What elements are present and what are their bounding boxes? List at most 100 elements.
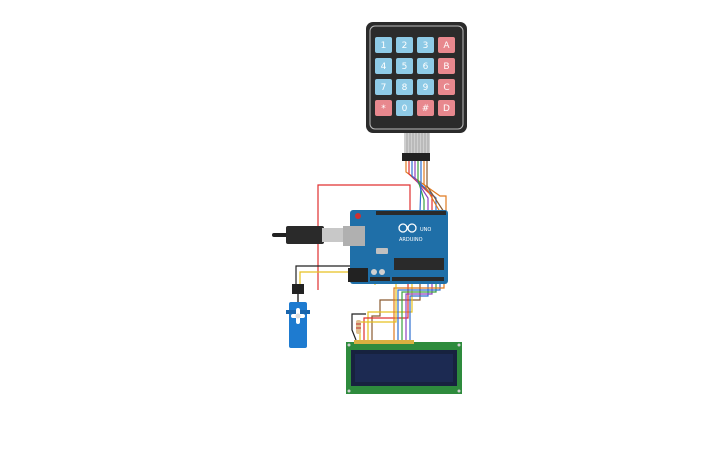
reset-button[interactable] [355,213,361,219]
wire-lcd-blue-1[interactable] [409,282,429,340]
keypad-inner-border [369,25,464,130]
keypad-key-face [396,37,413,53]
keypad-key[interactable]: 8 [396,79,413,95]
keypad-key[interactable]: * [375,100,392,116]
keypad-key-label: 3 [423,41,429,51]
wire-keypad-4[interactable] [414,160,429,212]
keypad-key-face [396,58,413,74]
resistor-body [356,320,361,334]
wire-lcd-brown[interactable] [371,282,421,340]
lcd-pin-header[interactable] [354,340,414,344]
wire-keypad-6[interactable] [419,160,422,213]
keypad-key-label: 8 [402,83,408,93]
keypad-key-face [438,100,455,116]
servo-motor[interactable] [286,284,310,348]
lcd-display[interactable] [346,340,462,394]
keypad-key[interactable]: D [438,100,455,116]
keypad-keys: 1 2 3 A 4 5 6 B 7 8 9 C * 0 # D [375,37,455,116]
power-header[interactable] [370,277,390,281]
keypad-key-face [417,58,434,74]
wire-lcd-orange[interactable] [393,282,445,340]
crystal [376,248,388,254]
keypad-ribbon [404,133,430,153]
keypad-key-label: A [443,41,450,51]
wire-lcd-green[interactable] [401,282,437,340]
keypad-key-face [375,79,392,95]
wire-lcd-blue-2[interactable] [397,282,441,340]
capacitor-1 [371,269,377,275]
arduino-usb-port [343,226,365,246]
usb-plug-body [286,226,324,244]
arduino-logo-icon [398,223,417,233]
keypad-key-label: B [443,62,449,72]
wire-keypad-8[interactable] [426,160,445,213]
keypad-ribbon-lines [406,133,429,153]
wires [295,160,447,341]
keypad-key-label: * [381,104,386,114]
servo-connector [292,284,304,294]
keypad-key[interactable]: 6 [417,58,434,74]
arduino-brand: ARDUINO [399,237,423,243]
lcd-mount-hole-2 [457,343,461,347]
keypad-key[interactable]: 2 [396,37,413,53]
keypad-key[interactable]: # [417,100,434,116]
analog-header[interactable] [392,277,444,281]
keypad-key[interactable]: 1 [375,37,392,53]
usb-cable-cord [272,233,288,237]
keypad-key-label: 5 [402,62,408,72]
keypad-key-label: 6 [423,62,429,72]
wire-lcd-black[interactable] [351,313,366,341]
keypad-key-label: 4 [381,62,387,72]
usb-plug-metal [322,228,346,242]
keypad-key[interactable]: 9 [417,79,434,95]
keypad-key-face [375,58,392,74]
keypad-key[interactable]: A [438,37,455,53]
keypad[interactable]: 1 2 3 A 4 5 6 B 7 8 9 C * 0 # D [366,22,467,161]
keypad-key-label: 0 [402,104,408,114]
lcd-mount-hole-4 [457,389,461,393]
keypad-key-face [396,100,413,116]
keypad-key-face [417,79,434,95]
wire-keypad-1[interactable] [405,160,447,212]
resistor[interactable] [356,320,361,334]
keypad-key[interactable]: 3 [417,37,434,53]
keypad-key-face [417,37,434,53]
keypad-key-face [375,37,392,53]
arduino-uno[interactable]: ARDUINO UNO [343,210,448,284]
keypad-key-label: D [443,104,450,114]
keypad-key[interactable]: 4 [375,58,392,74]
wire-lcd-yellow-2[interactable] [359,282,397,340]
keypad-key-face [375,100,392,116]
keypad-key-label: C [443,83,449,93]
keypad-key[interactable]: 5 [396,58,413,74]
keypad-key-label: 1 [381,41,387,51]
microcontroller-chip [394,258,444,270]
keypad-key[interactable]: 7 [375,79,392,95]
capacitor-2 [379,269,385,275]
usb-cable[interactable] [272,226,346,244]
keypad-key-label: 7 [381,83,387,93]
keypad-key-label: 9 [423,83,429,93]
keypad-key[interactable]: C [438,79,455,95]
keypad-key-label: 2 [402,41,408,51]
arduino-power-jack [348,268,368,282]
keypad-key-face [438,58,455,74]
wire-keypad-7[interactable] [423,160,441,213]
keypad-key-face [417,100,434,116]
keypad-key-label: # [422,104,430,114]
wire-lcd-yellow[interactable] [367,282,413,340]
keypad-header [402,153,430,161]
servo-horn-icon [291,308,305,324]
keypad-key-face [438,37,455,53]
keypad-key-face [396,79,413,95]
wire-lcd-red[interactable] [363,282,409,340]
lcd-mount-hole-1 [347,343,351,347]
keypad-key[interactable]: B [438,58,455,74]
keypad-key[interactable]: 0 [396,100,413,116]
digital-header[interactable] [376,211,446,215]
lcd-mount-hole-3 [347,389,351,393]
arduino-model: UNO [420,227,431,233]
keypad-key-face [438,79,455,95]
lcd-screen [355,354,453,382]
